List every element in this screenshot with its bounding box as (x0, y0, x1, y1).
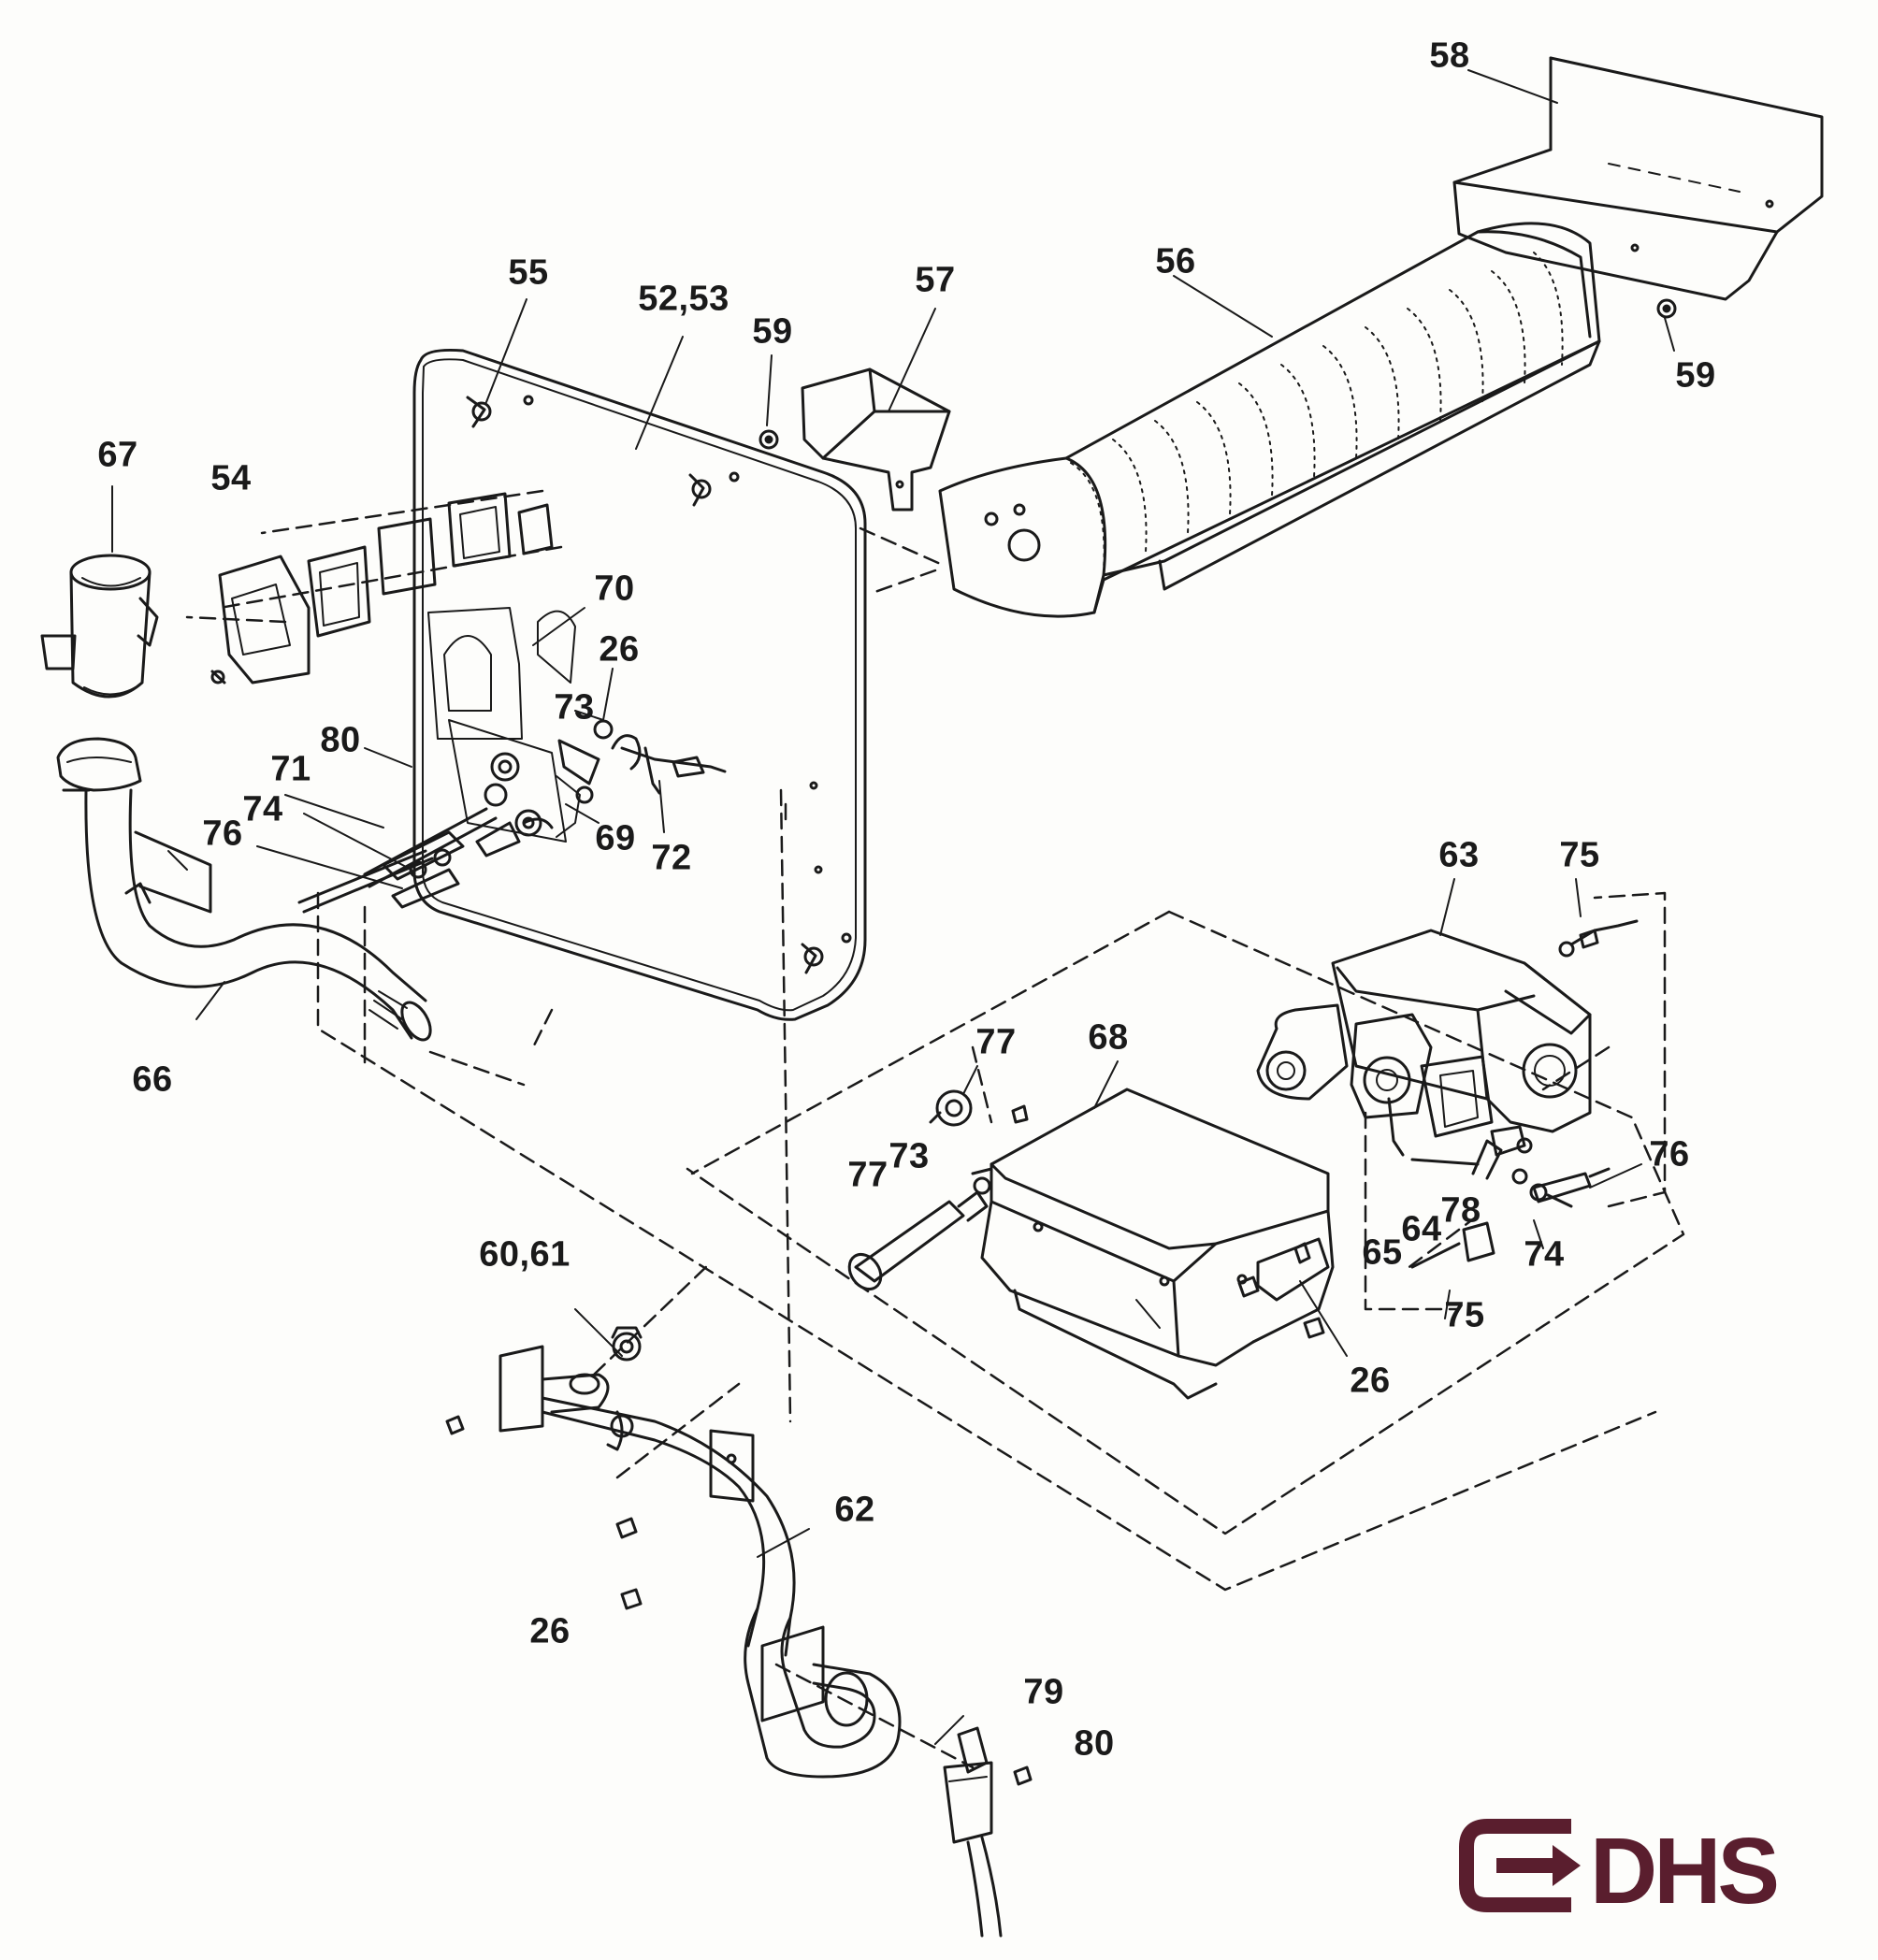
screw-75-bottom (1410, 1221, 1495, 1269)
logo-text: DHS (1590, 1819, 1776, 1922)
leader-lines (111, 69, 1675, 1745)
label-77-top: 77 (975, 1022, 1017, 1062)
label-54: 54 (210, 458, 252, 498)
label-79: 79 (1023, 1672, 1064, 1712)
tube-fitting-74-right (1529, 1183, 1573, 1208)
igniter-77 (847, 1167, 993, 1291)
pilot-tubes (297, 807, 554, 914)
label-80-top: 80 (320, 720, 361, 760)
wing-nut-plate-right (688, 473, 712, 507)
label-58: 58 (1429, 36, 1470, 76)
grommet-77-top (929, 1089, 973, 1127)
screw-80-bottom (1013, 1765, 1033, 1786)
label-57: 57 (915, 260, 956, 300)
label-76-right: 76 (1649, 1134, 1690, 1175)
label-26-top: 26 (599, 629, 640, 670)
label-55: 55 (508, 252, 549, 293)
gas-pipe-66 (56, 737, 432, 1042)
label-73-bottom: 73 (888, 1136, 930, 1176)
fitting-60-61 (611, 1326, 643, 1362)
manifold-pipe-62 (498, 1345, 902, 1779)
gasket-70 (427, 607, 576, 740)
label-70: 70 (594, 569, 635, 609)
label-52-53: 52,53 (638, 279, 730, 319)
union-fitting-67 (40, 554, 159, 699)
label-78: 78 (1440, 1190, 1481, 1231)
label-77-bottom: 77 (847, 1155, 888, 1195)
label-67: 67 (97, 435, 138, 475)
label-73-top: 73 (554, 687, 595, 728)
control-box-68 (980, 1088, 1335, 1400)
label-65: 65 (1362, 1232, 1403, 1273)
bracket-57 (801, 368, 951, 512)
label-75-top: 75 (1559, 835, 1600, 875)
screws-26-manifold (445, 1415, 643, 1610)
burner-56 (938, 222, 1601, 618)
label-80-bottom: 80 (1074, 1723, 1115, 1764)
label-72: 72 (651, 838, 692, 878)
valve-fittings-64-65-78 (1387, 1097, 1611, 1203)
label-26-right: 26 (1350, 1361, 1391, 1401)
gasket-set-54 (210, 492, 554, 685)
pilot-plate-69 (448, 719, 581, 843)
label-64: 64 (1401, 1209, 1442, 1249)
label-66: 66 (132, 1059, 173, 1100)
label-75-bottom: 75 (1444, 1295, 1485, 1335)
label-59-left: 59 (752, 311, 793, 352)
label-63: 63 (1438, 835, 1480, 875)
wing-nut-55 (466, 396, 492, 428)
label-71: 71 (270, 749, 311, 789)
label-74-left: 74 (242, 789, 283, 829)
screws-26-box (1237, 1242, 1325, 1339)
label-69: 69 (595, 818, 636, 858)
clip-77-small (1011, 1104, 1029, 1124)
assembly-dashed-lines (185, 489, 1685, 1769)
wing-nut-plate-bottom (801, 943, 824, 974)
screw-75-top (1558, 919, 1639, 958)
nut-59-left (758, 429, 779, 450)
label-62: 62 (834, 1490, 875, 1530)
dhs-logo: DHS (1459, 1819, 1780, 1922)
label-59-right: 59 (1675, 355, 1716, 396)
label-56: 56 (1155, 241, 1196, 281)
label-74-right: 74 (1524, 1234, 1565, 1275)
burner-perforations (1070, 252, 1564, 571)
label-68: 68 (1088, 1017, 1129, 1058)
heat-shield-58 (1452, 56, 1824, 301)
label-76-left: 76 (202, 814, 243, 854)
burner-plate-52-53 (412, 349, 867, 1021)
nut-59-right (1656, 298, 1677, 319)
igniter-plug-79 (943, 1726, 1003, 1938)
label-60-61: 60,61 (479, 1234, 571, 1275)
gas-valve-63 (1256, 929, 1592, 1157)
electrode-72-73 (557, 719, 727, 804)
label-26-bottom: 26 (529, 1611, 571, 1651)
